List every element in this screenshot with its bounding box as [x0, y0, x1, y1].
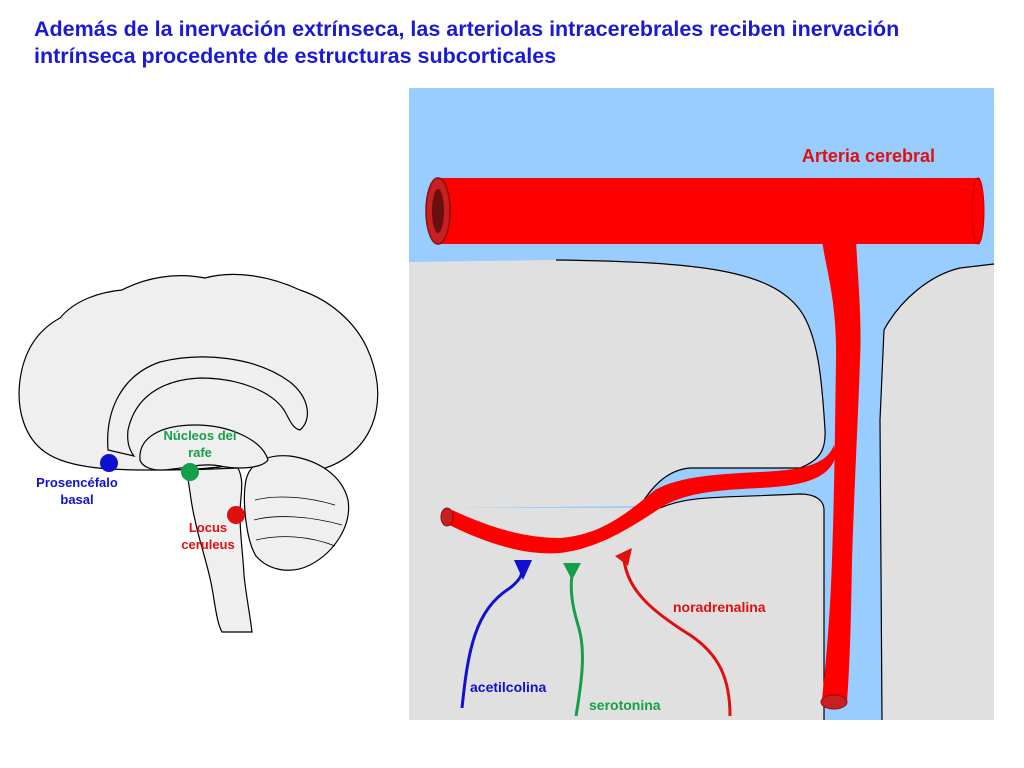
- vessel-panel: Arteria cerebral acetilcolina serotonina…: [409, 88, 995, 721]
- terminal-noradrenalina: [615, 548, 632, 566]
- locus-ceruleus-dot: [227, 506, 245, 524]
- cerebellum: [243, 455, 350, 571]
- fibra-noradrenalina: [622, 559, 732, 717]
- prosencefalo-basal-dot: [100, 454, 118, 472]
- title-line-1: Además de la inervación extrínseca, las …: [34, 17, 900, 41]
- nucleos-rafe-dot: [181, 463, 199, 481]
- title-line-2: intrínseca procedente de estructuras sub…: [34, 44, 557, 68]
- arteria-cerebral-label: Arteria cerebral: [802, 146, 935, 166]
- thalamus: [139, 424, 269, 471]
- acetilcolina-label: acetilcolina: [470, 679, 546, 695]
- terminal-acetilcolina: [514, 560, 532, 580]
- fibra-acetilcolina: [460, 569, 524, 709]
- arteria-cerebral: [438, 178, 980, 244]
- serotonina-label: serotonina: [589, 697, 661, 713]
- slide-title: Además de la inervación extrínseca, las …: [34, 16, 994, 70]
- locus-ceruleus-label-1: Locus: [189, 520, 227, 535]
- terminal-serotonina: [563, 563, 581, 580]
- arteria-cerebral-end-right: [971, 177, 985, 245]
- brain-tissue: [409, 260, 826, 508]
- arteriola-penetrante: [822, 240, 861, 702]
- prosencefalo-label-2: basal: [60, 492, 93, 507]
- fibra-serotonina: [569, 574, 584, 717]
- brain-illustration: Núcleos del rafe Prosencéfalo basal Locu…: [18, 273, 379, 633]
- prosencefalo-label-1: Prosencéfalo: [36, 475, 118, 490]
- locus-ceruleus-label-2: ceruleus: [181, 537, 234, 552]
- brain-tissue-right: [880, 264, 994, 720]
- noradrenalina-label: noradrenalina: [673, 599, 766, 615]
- nucleos-rafe-label-1: Núcleos del: [164, 428, 237, 443]
- nucleos-rafe-label-2: rafe: [188, 445, 212, 460]
- corpus-callosum: [107, 356, 308, 457]
